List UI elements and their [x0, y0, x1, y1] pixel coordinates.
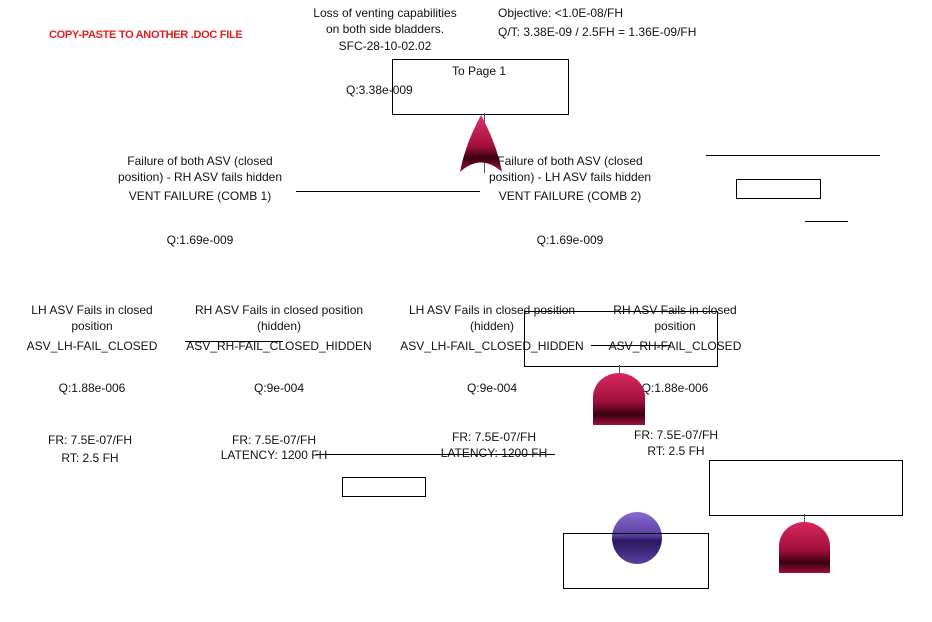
event1-q: Q:1.88e-006	[58, 381, 126, 395]
event1-fr: FR: 7.5E-07/FH	[47, 433, 133, 447]
and-gate-icon	[779, 522, 830, 573]
event3-desc-1: LH ASV Fails in closed position	[408, 303, 576, 317]
q-over-t: Q/T: 3.38E-09 / 2.5FH = 1.36E-09/FH	[498, 25, 697, 39]
event3-fr: FR: 7.5E-07/FH	[451, 430, 537, 444]
gate2-desc-2: position) - LH ASV fails hidden	[488, 170, 652, 184]
or-gate-icon	[460, 115, 502, 172]
connector	[591, 345, 671, 346]
top-event-desc-2: on both side bladders.	[325, 22, 445, 36]
event4-q: Q:1.88e-006	[641, 381, 709, 395]
gate1-q: Q:1.69e-009	[166, 233, 234, 247]
connector	[185, 341, 283, 342]
and-gate-icon	[593, 373, 645, 425]
copy-paste-note: COPY-PASTE TO ANOTHER .DOC FILE	[49, 29, 243, 41]
objective: Objective: <1.0E-08/FH	[498, 6, 624, 20]
event3-latency: LATENCY: 1200 FH	[440, 446, 548, 460]
top-event-id: SFC-28-10-02.02	[338, 39, 432, 53]
event2-q: Q:9e-004	[253, 381, 305, 395]
event-box	[563, 533, 709, 589]
connector	[804, 514, 805, 524]
gate-box	[709, 460, 903, 516]
event4-id: ASV_RH-FAIL_CLOSED	[608, 339, 742, 353]
gate1-desc-1: Failure of both ASV (closed	[127, 154, 273, 168]
top-event-q: Q:3.38e-009	[346, 83, 413, 97]
gate1-desc-2: position) - RH ASV fails hidden	[117, 170, 283, 184]
event1-desc-2: position	[71, 319, 113, 333]
event3-id: ASV_LH-FAIL_CLOSED_HIDDEN	[400, 339, 584, 353]
connector	[706, 155, 880, 156]
event2-fr: FR: 7.5E-07/FH	[231, 433, 317, 447]
gate2-desc-1: Failure of both ASV (closed	[497, 154, 643, 168]
connector	[805, 221, 848, 222]
gate2-q: Q:1.69e-009	[536, 233, 604, 247]
event4-desc-1: RH ASV Fails in closed	[613, 303, 737, 317]
event2-desc-2: (hidden)	[256, 319, 302, 333]
event4-rt: RT: 2.5 FH	[647, 444, 705, 458]
event2-id: ASV_RH-FAIL_CLOSED_HIDDEN	[186, 339, 372, 353]
empty-box	[736, 179, 821, 199]
transfer-box[interactable]	[392, 59, 569, 115]
event1-desc-1: LH ASV Fails in closed	[31, 303, 153, 317]
basic-event-circle-icon	[612, 512, 662, 564]
event4-desc-2: position	[654, 319, 696, 333]
gate1-id: VENT FAILURE (COMB 1)	[128, 189, 272, 203]
event1-id: ASV_LH-FAIL_CLOSED	[26, 339, 158, 353]
empty-box	[342, 477, 426, 497]
transfer-label: To Page 1	[451, 64, 507, 78]
event2-latency: LATENCY: 1200 FH	[220, 448, 328, 462]
connector	[296, 191, 480, 192]
event3-q: Q:9e-004	[466, 381, 518, 395]
event1-rt: RT: 2.5 FH	[61, 451, 119, 465]
event4-fr: FR: 7.5E-07/FH	[633, 428, 719, 442]
connector	[316, 454, 555, 455]
event2-desc-1: RH ASV Fails in closed position	[194, 303, 364, 317]
gate2-id: VENT FAILURE (COMB 2)	[498, 189, 642, 203]
gate-box	[524, 311, 718, 367]
top-event-desc-1: Loss of venting capabilities	[313, 6, 457, 20]
event3-desc-2: (hidden)	[469, 319, 515, 333]
